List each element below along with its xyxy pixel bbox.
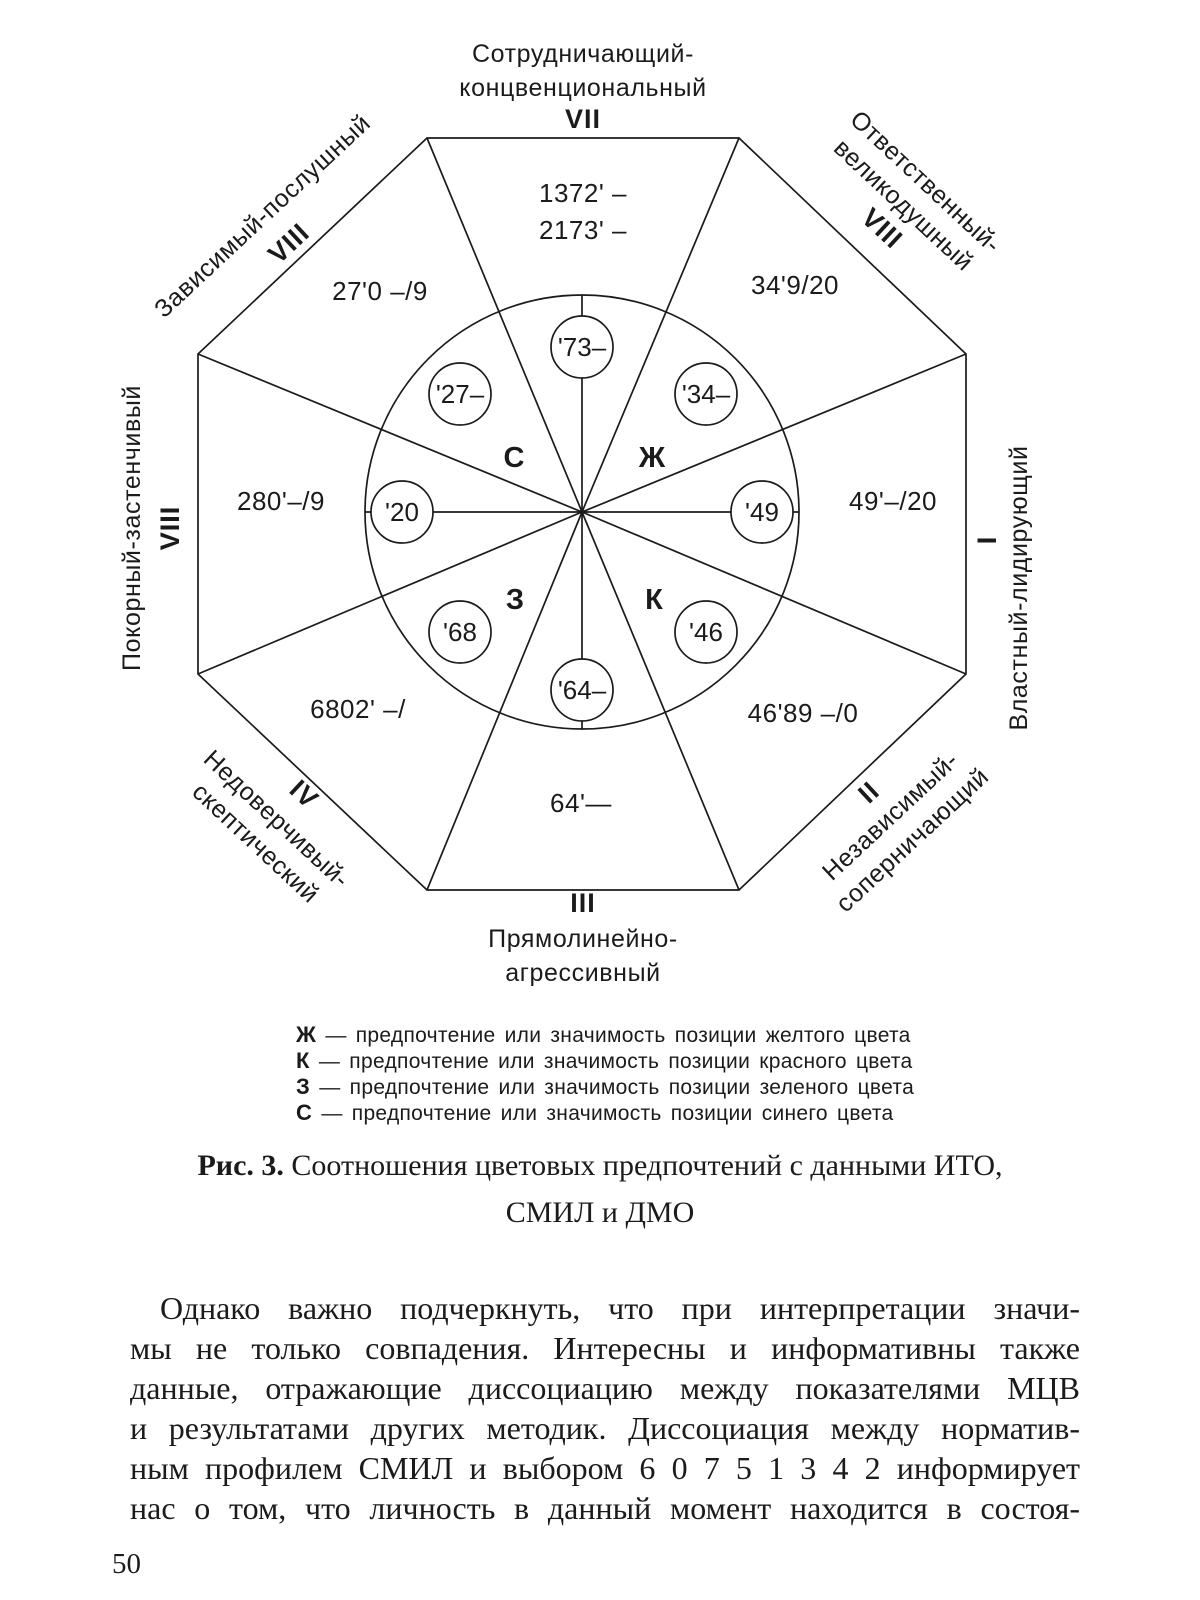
sector-value-top-left: 27'0 –/9 bbox=[332, 276, 428, 306]
legend-letter-red: К bbox=[296, 1048, 310, 1073]
value-circle-left bbox=[370, 480, 434, 544]
octant-label-bottom-line1: Прямолинейно- bbox=[488, 925, 678, 953]
radial-line bbox=[581, 353, 967, 513]
body-line: данные, отражающие диссоциацию между пок… bbox=[130, 1370, 1080, 1406]
octant-numeral-bottom: III bbox=[570, 888, 596, 918]
octant-numeral-right: I bbox=[972, 536, 1002, 545]
legend-row-green: З — предпочтение или значимость позиции … bbox=[296, 1074, 914, 1100]
legend-row-red: К — предпочтение или значимость позиции … bbox=[296, 1048, 914, 1074]
value-circle-bottom-right bbox=[674, 600, 738, 664]
legend-letter-green: З bbox=[296, 1074, 311, 1099]
octant-label-top-line1: Сотрудничающий- bbox=[472, 40, 694, 68]
sector-value-top-line1: 1372' – bbox=[539, 178, 627, 208]
radial-line bbox=[581, 511, 740, 891]
caption-line1: Рис. 3. Соотношения цветовых предпочтени… bbox=[120, 1142, 1080, 1189]
sector-value-bottom-right: 46'89 –/0 bbox=[748, 698, 859, 728]
body-line: и результатами других методик. Диссоциац… bbox=[130, 1410, 1080, 1446]
sector-value-left: 280'–/9 bbox=[237, 486, 325, 516]
color-letter-red: К bbox=[645, 584, 663, 616]
legend-text-blue: — предпочтение или значимость позиции си… bbox=[321, 1102, 894, 1125]
octant-label-bottom-line2: агрессивный bbox=[505, 959, 660, 987]
color-letter-yellow: Ж bbox=[638, 442, 666, 474]
value-circle-bottom bbox=[550, 658, 614, 722]
circle-value-bottom-right: '46 bbox=[689, 617, 723, 647]
page-number: 50 bbox=[112, 1548, 141, 1580]
body-line: нас о том, что личность в данный момент … bbox=[130, 1490, 1080, 1526]
legend-row-blue: С — предпочтение или значимость позиции … bbox=[296, 1100, 914, 1126]
body-line: Однако важно подчеркнуть, что при интерп… bbox=[160, 1290, 1080, 1326]
radial-line bbox=[581, 137, 740, 513]
circle-value-right: '49 bbox=[745, 497, 779, 527]
value-circle-right bbox=[730, 480, 794, 544]
octant-numeral-bottom-right: II bbox=[852, 776, 885, 810]
octant-label-top-line2: концвенциональный bbox=[459, 74, 706, 102]
circle-value-top: '73– bbox=[558, 332, 607, 362]
value-circle-top bbox=[550, 315, 614, 379]
value-circle-bottom-left bbox=[428, 600, 492, 664]
legend-text-green: — предпочтение или значимость позиции зе… bbox=[319, 1076, 915, 1099]
body-paragraph: Однако важно подчеркнуть, что при интерп… bbox=[130, 1288, 1080, 1528]
radial-line bbox=[197, 353, 583, 513]
octant-label-right: Властный-лидирующий bbox=[1005, 445, 1033, 730]
value-circle-top-left bbox=[428, 362, 492, 426]
diagram-lines bbox=[197, 137, 967, 891]
radial-line bbox=[426, 511, 583, 891]
circle-value-bottom-left: '68 bbox=[443, 617, 477, 647]
sector-value-top-right: 34'9/20 bbox=[751, 270, 839, 300]
octant-numeral-left: VIII bbox=[155, 506, 185, 551]
legend-text-yellow: — предпочтение или значимость позиции же… bbox=[325, 1024, 911, 1047]
figure-caption: Рис. 3. Соотношения цветовых предпочтени… bbox=[120, 1142, 1080, 1236]
legend-letter-blue: С bbox=[296, 1100, 313, 1125]
radial-line bbox=[426, 137, 583, 513]
sector-value-right: 49'–/20 bbox=[849, 486, 937, 516]
legend-row-yellow: Ж — предпочтение или значимость позиции … bbox=[296, 1022, 914, 1048]
sector-value-top-line2: 2173' – bbox=[539, 215, 627, 245]
sector-value-bottom: 64'— bbox=[550, 788, 612, 818]
radial-line bbox=[581, 511, 967, 675]
figure-legend: Ж — предпочтение или значимость позиции … bbox=[296, 1022, 914, 1126]
circle-value-top-left: '27– bbox=[436, 379, 485, 409]
octant-numeral-bottom-left: IV bbox=[284, 774, 325, 815]
octant-diagram: Сотрудничающий- концвенциональный VII За… bbox=[118, 40, 1033, 987]
legend-text-red: — предпочтение или значимость позиции кр… bbox=[318, 1050, 913, 1073]
radial-line bbox=[197, 511, 583, 675]
color-letter-green: З bbox=[506, 584, 524, 616]
caption-text: Соотношения цветовых предпочтений с данн… bbox=[291, 1149, 1003, 1182]
value-circles bbox=[370, 315, 794, 722]
caption-line2: СМИЛ и ДМО bbox=[505, 1196, 695, 1229]
circle-value-top-right: '34– bbox=[682, 379, 731, 409]
sector-value-bottom-left: 6802' –/ bbox=[310, 694, 406, 724]
color-letter-blue: С bbox=[504, 442, 525, 474]
body-line: мы не только совпадения. Интересны и инф… bbox=[130, 1330, 1080, 1366]
value-circle-top-right bbox=[674, 362, 738, 426]
octant-numeral-top: VII bbox=[565, 104, 601, 134]
caption-label: Рис. 3. bbox=[197, 1149, 284, 1182]
circle-value-bottom: '64– bbox=[558, 675, 607, 705]
octant-label-left: Покорный-застенчивый bbox=[118, 385, 146, 671]
legend-letter-yellow: Ж bbox=[296, 1022, 317, 1047]
circle-value-left: '20 bbox=[385, 497, 419, 527]
body-line: ным профилем СМИЛ и выбором 6 0 7 5 1 3 … bbox=[130, 1450, 1080, 1486]
